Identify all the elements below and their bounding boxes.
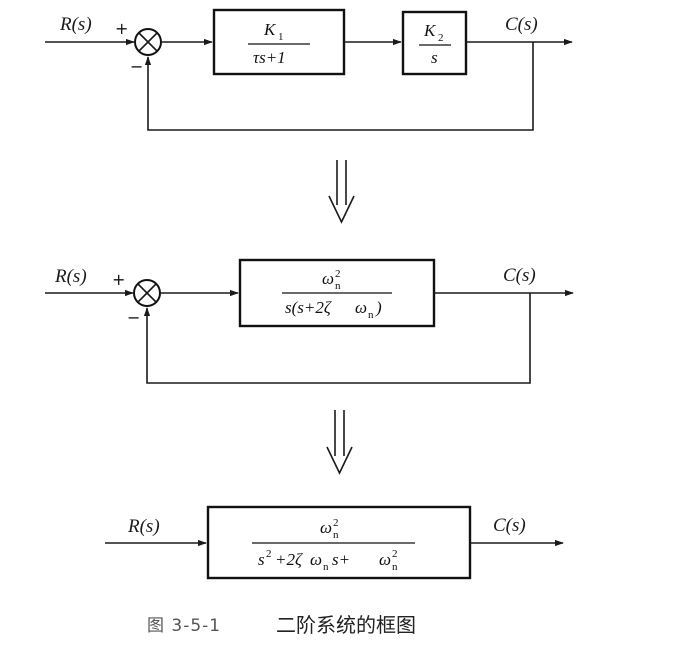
input-label-r-s: R(s) [59,14,92,35]
svg-text:s+: s+ [332,550,350,569]
block-closed-loop-fraction: ω n 2 s 2 +2ζ ω n s+ ω n 2 [252,517,415,573]
svg-text:n: n [368,309,374,321]
svg-text:n: n [333,529,339,541]
caption-text: 二阶系统的框图 [276,613,416,637]
sum-minus-sign: − [130,57,143,76]
output-label-c-s: C(s) [505,14,538,35]
transform-arrow-1 [328,160,355,224]
feedback-path [144,42,534,131]
svg-text:n: n [392,561,398,573]
svg-text:K: K [263,20,277,39]
stage-3-diagram: R(s) ω n 2 s 2 +2ζ ω n s+ ω n 2 C(s) [105,505,564,580]
svg-text:s: s [258,550,265,569]
svg-text:ω: ω [355,298,367,317]
input-label-r-s: R(s) [127,516,160,537]
svg-text:ω: ω [310,550,322,569]
feedback-path [143,293,531,384]
block-2-fraction: K 2 s [419,21,451,67]
stage-2-diagram: R(s) + − ω n 2 s(s+2ζ ω n ) C(s) [45,258,574,384]
svg-text:2: 2 [392,548,398,560]
block-1-transfer [212,8,346,76]
svg-text:): ) [375,298,382,317]
svg-text:2: 2 [333,517,339,529]
stage-1-diagram: R(s) + − K 1 τs+1 K 2 s C(s) [45,8,573,131]
input-label-r-s: R(s) [54,266,87,287]
svg-text:s(s+2ζ: s(s+2ζ [285,298,332,317]
summing-junction [134,28,162,56]
figure-caption: 图 3-5-1 二阶系统的框图 [147,613,416,637]
svg-text:2: 2 [266,548,272,560]
svg-text:ω: ω [379,550,391,569]
block-open-loop-fraction: ω n 2 s(s+2ζ ω n ) [282,268,392,321]
output-label-c-s: C(s) [493,515,526,536]
svg-text:ω: ω [322,269,334,288]
svg-text:n: n [323,561,329,573]
svg-text:2: 2 [438,32,444,44]
caption-number: 图 3-5-1 [147,616,221,636]
svg-text:τs+1: τs+1 [253,48,286,67]
sum-minus-sign: − [127,308,140,327]
output-label-c-s: C(s) [503,265,536,286]
block-2-transfer [401,10,468,76]
block-1-fraction: K 1 τs+1 [248,20,310,67]
svg-text:ω: ω [320,518,332,537]
svg-text:n: n [335,280,341,292]
svg-text:1: 1 [278,31,284,43]
svg-text:K: K [423,21,437,40]
sum-plus-sign: + [112,270,125,289]
summing-junction [133,279,161,307]
transform-arrow-2 [326,410,353,475]
svg-text:2: 2 [335,268,341,280]
svg-text:+2ζ: +2ζ [275,550,303,569]
sum-plus-sign: + [115,19,128,38]
svg-text:s: s [431,48,438,67]
